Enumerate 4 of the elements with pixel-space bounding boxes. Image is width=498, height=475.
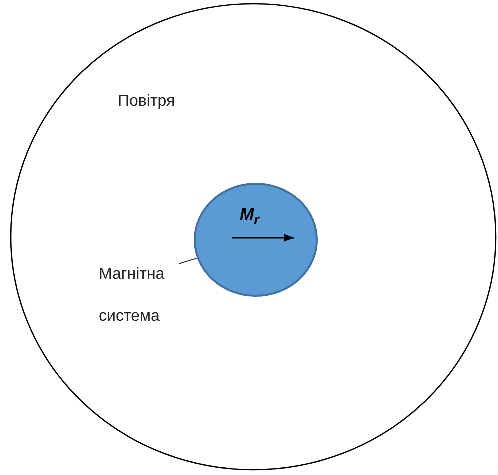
part-label: Магнітна система (99, 265, 166, 327)
leader-line (178, 258, 198, 264)
vector-label: M$_{r}$ (240, 205, 260, 228)
region-label: Повітря (118, 93, 176, 111)
